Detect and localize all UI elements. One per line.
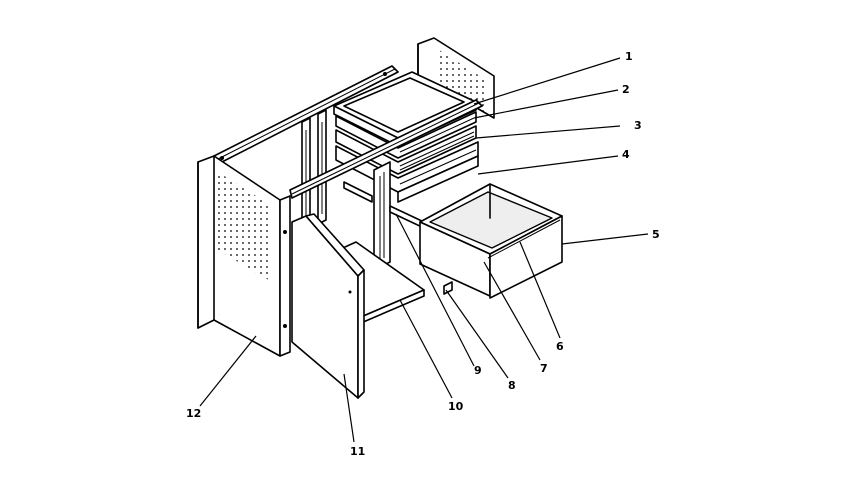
callout-4: 4 xyxy=(622,148,630,161)
leader-lines xyxy=(199,57,649,443)
callout-1: 1 xyxy=(625,50,633,63)
callout-12: 12 xyxy=(186,407,201,420)
callout-5: 5 xyxy=(652,228,660,241)
callout-11: 11 xyxy=(350,445,365,458)
callout-7: 7 xyxy=(540,362,548,375)
stacked-drawers xyxy=(335,111,479,203)
callout-9: 9 xyxy=(474,364,482,377)
front-crossbar xyxy=(289,99,483,199)
rear-uprights xyxy=(301,109,327,231)
large-drawer xyxy=(419,183,563,299)
callout-2: 2 xyxy=(622,83,630,96)
callout-10: 10 xyxy=(448,400,464,413)
left-side-panel xyxy=(197,155,291,357)
center-upright xyxy=(373,161,391,271)
callout-6: 6 xyxy=(556,340,564,353)
callout-3: 3 xyxy=(634,119,642,132)
callout-labels: 1 2 3 4 5 6 7 8 9 10 11 12 xyxy=(186,50,660,458)
callout-8: 8 xyxy=(508,379,516,392)
door xyxy=(291,213,365,399)
